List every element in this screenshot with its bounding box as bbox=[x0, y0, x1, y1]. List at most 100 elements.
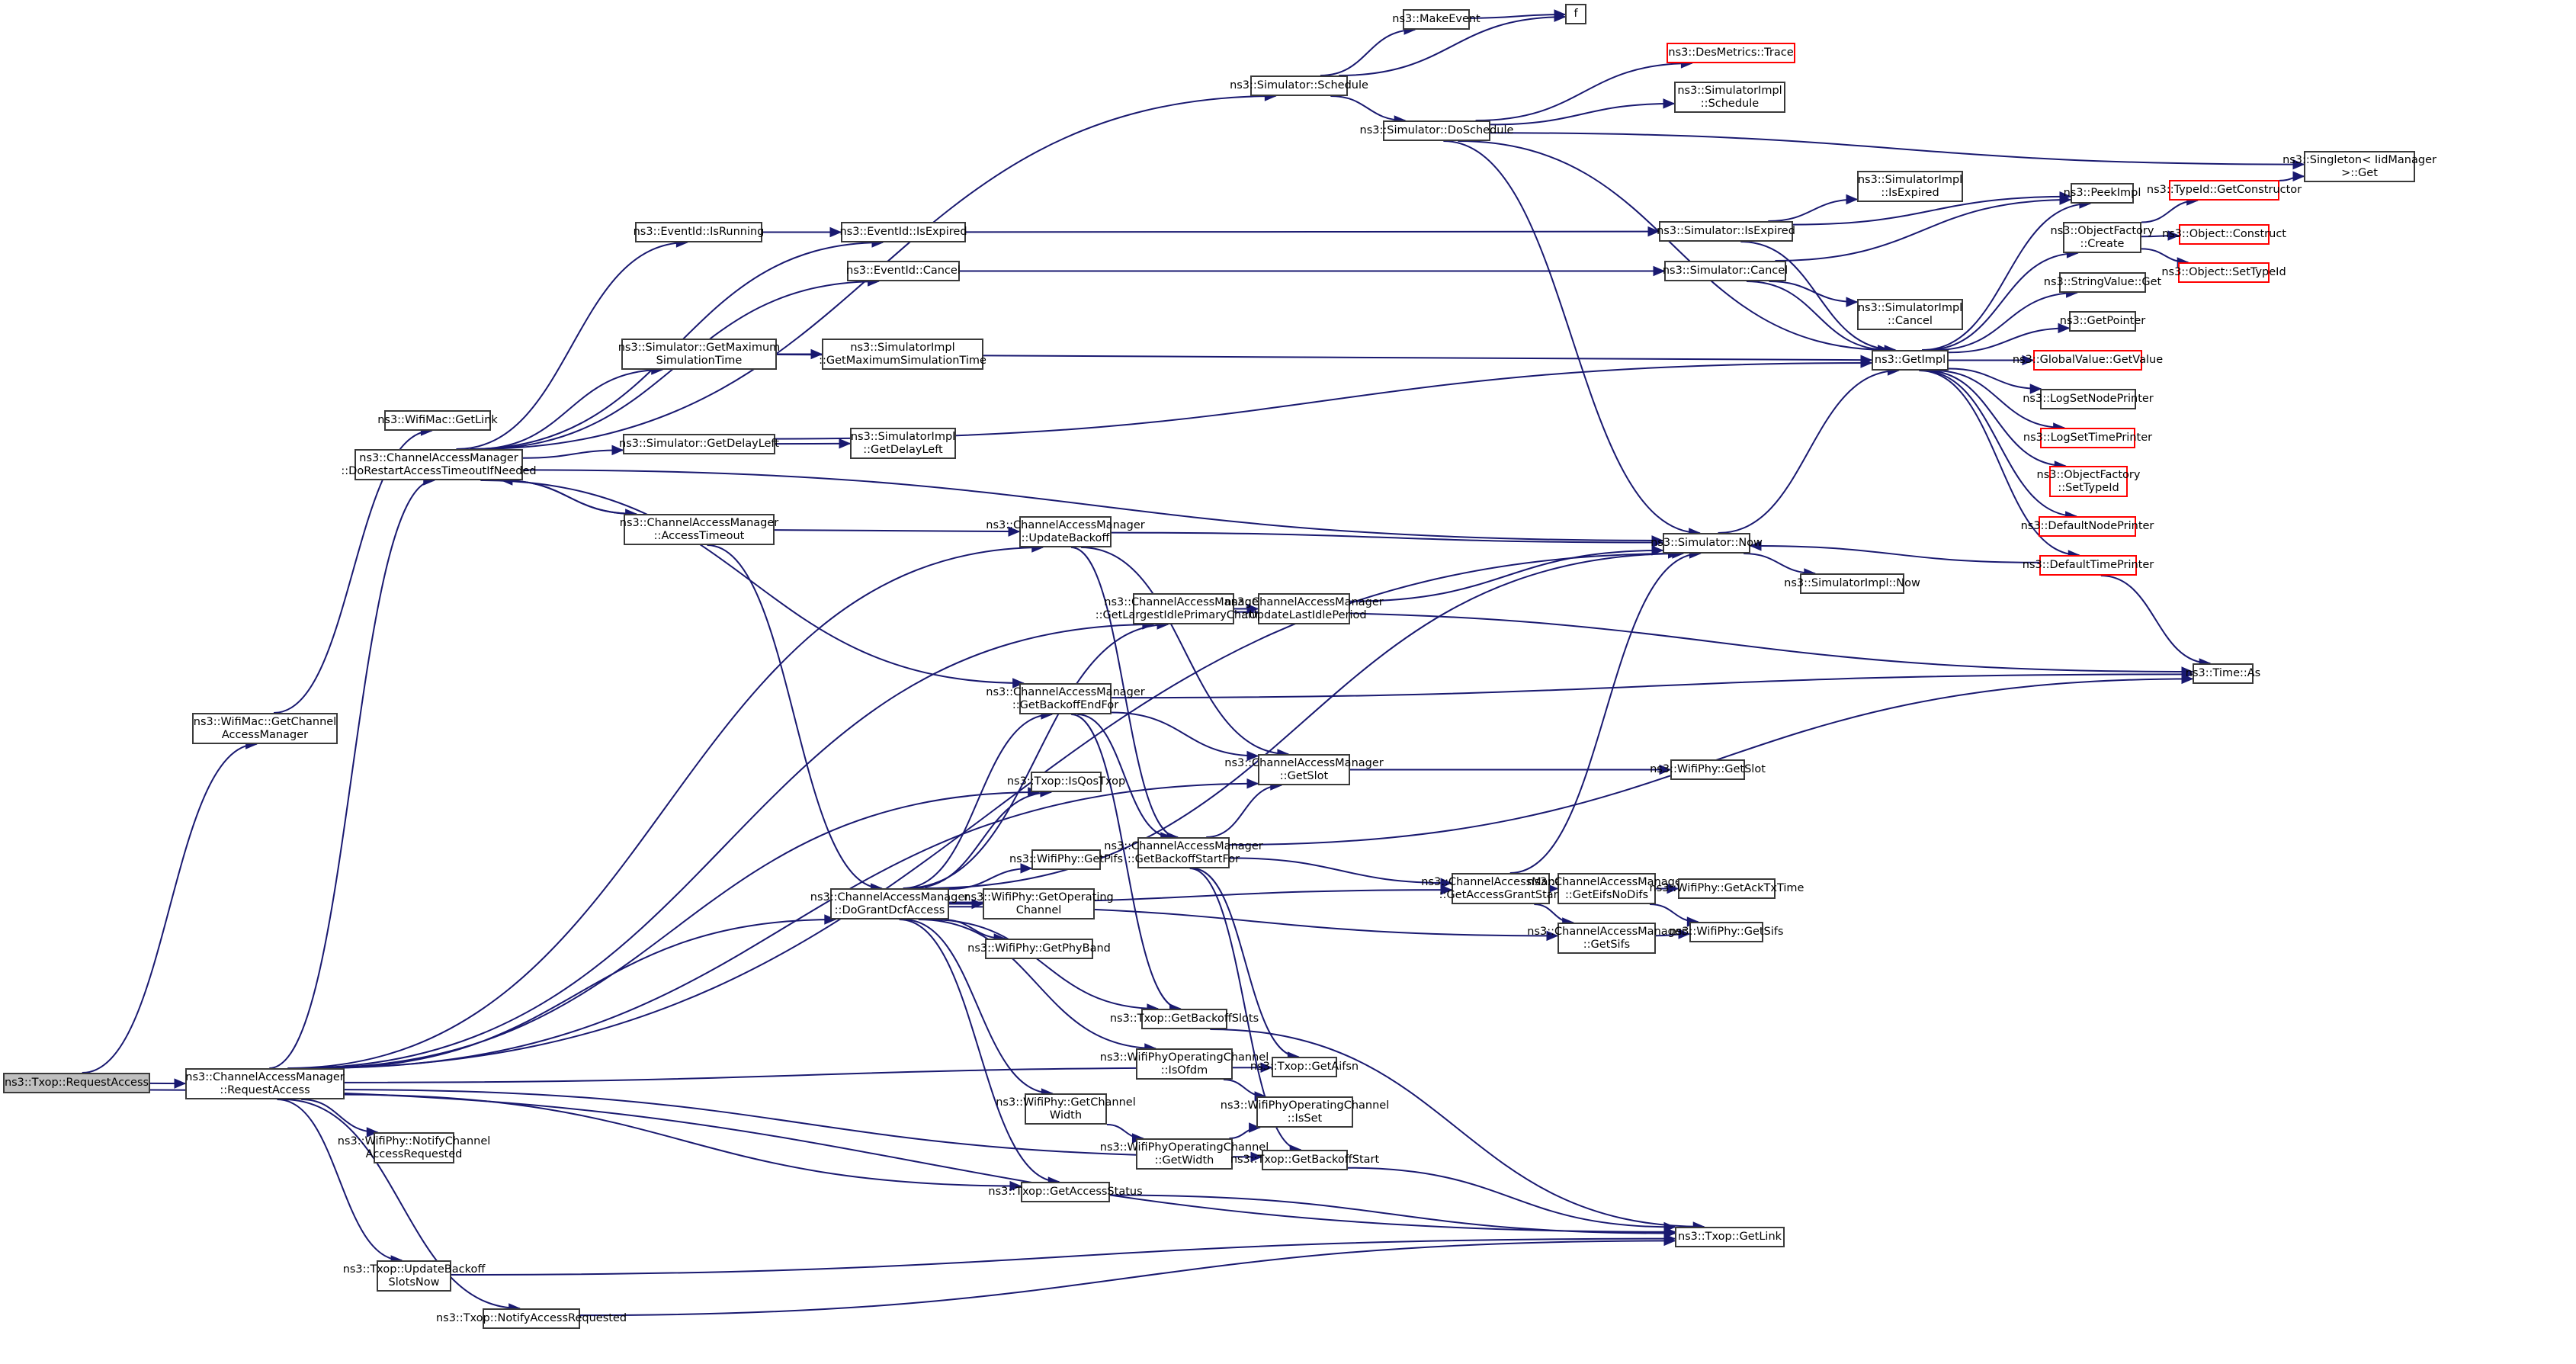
node-wifimac-get-link[interactable]: ns3::WifiMac::GetLink bbox=[377, 410, 498, 431]
node-label: ns3::ChannelAccessManager ::GetBackoffEn… bbox=[986, 685, 1145, 711]
node-wifiphy-get-channel-width[interactable]: ns3::WifiPhy::GetChannel Width bbox=[996, 1093, 1136, 1125]
node-simimpl-get-delay-left[interactable]: ns3::SimulatorImpl ::GetDelayLeft bbox=[850, 428, 956, 459]
node-label: ns3::ChannelAccessManager ::GetLargestId… bbox=[1095, 595, 1272, 621]
edge-sim-now-to-get-impl bbox=[1718, 370, 1899, 534]
node-log-set-time-printer[interactable]: ns3::LogSetTimePrinter bbox=[2023, 428, 2152, 448]
node-sim-schedule[interactable]: ns3::Simulator::Schedule bbox=[1230, 75, 1368, 96]
node-peek-impl[interactable]: ns3::PeekImpl bbox=[2064, 183, 2141, 204]
node-cam-get-sifs[interactable]: ns3::ChannelAccessManager ::GetSifs bbox=[1527, 923, 1686, 954]
arrowhead-icon bbox=[1663, 1235, 1676, 1247]
node-cam-get-eifs-no-difs[interactable]: ns3::ChannelAccessManager ::GetEifsNoDif… bbox=[1527, 873, 1686, 904]
node-object-construct[interactable]: ns3::Object::Construct bbox=[2162, 224, 2286, 245]
node-simimpl-now[interactable]: ns3::SimulatorImpl::Now bbox=[1784, 573, 1920, 594]
node-label: ns3::SimulatorImpl ::Schedule bbox=[1677, 84, 1782, 110]
node-simimpl-schedule[interactable]: ns3::SimulatorImpl ::Schedule bbox=[1674, 82, 1785, 113]
node-label: ns3::GetPointer bbox=[2059, 315, 2146, 327]
node-txop-get-access-status[interactable]: ns3::Txop::GetAccessStatus bbox=[988, 1182, 1143, 1202]
node-objfactory-set-typeid[interactable]: ns3::ObjectFactory ::SetTypeId bbox=[2037, 466, 2140, 497]
node-wifiphy-get-phy-band[interactable]: ns3::WifiPhy::GetPhyBand bbox=[967, 939, 1111, 959]
edge-cam-access-timeout-to-cam-update-backoff bbox=[774, 529, 1020, 533]
node-label: ns3::Txop::UpdateBackoff SlotsNow bbox=[342, 1263, 486, 1289]
node-cam-do-grant-dcf-access[interactable]: ns3::ChannelAccessManager ::DoGrantDcfAc… bbox=[810, 888, 969, 919]
node-sim-get-max-time[interactable]: ns3::Simulator::GetMaximum SimulationTim… bbox=[618, 339, 780, 370]
edge-cam-do-restart-to-cam-get-backoff-end-for bbox=[480, 480, 1024, 684]
edge-cam-update-backoff-to-cam-get-slot bbox=[1081, 547, 1288, 755]
edge-sim-do-schedule-to-singleton-get bbox=[1490, 132, 2305, 165]
node-cam-get-backoff-end-for[interactable]: ns3::ChannelAccessManager ::GetBackoffEn… bbox=[986, 683, 1145, 714]
node-wpoc-is-set[interactable]: ns3::WifiPhyOperatingChannel ::IsSet bbox=[1221, 1096, 1389, 1128]
edge-cam-request-access-to-cam-update-backoff bbox=[287, 547, 1043, 1069]
node-cam-get-slot[interactable]: ns3::ChannelAccessManager ::GetSlot bbox=[1224, 754, 1384, 785]
node-simimpl-is-expired[interactable]: ns3::SimulatorImpl ::IsExpired bbox=[1857, 171, 1963, 202]
node-wifimac-get-cam[interactable]: ns3::WifiMac::GetChannel AccessManager bbox=[192, 713, 338, 744]
node-time-as[interactable]: ns3::Time::As bbox=[2186, 663, 2260, 684]
node-label: ns3::ObjectFactory ::Create bbox=[2050, 224, 2154, 250]
node-wifiphy-notify-channel-access-requested[interactable]: ns3::WifiPhy::NotifyChannel AccessReques… bbox=[338, 1132, 490, 1163]
node-cam-do-restart[interactable]: ns3::ChannelAccessManager ::DoRestartAcc… bbox=[341, 449, 537, 480]
node-get-pointer[interactable]: ns3::GetPointer bbox=[2060, 311, 2145, 332]
edge-cam-do-grant-dcf-access-to-wifiphy-get-channel-width bbox=[903, 919, 1053, 1094]
node-simimpl-get-max-time[interactable]: ns3::SimulatorImpl ::GetMaximumSimulatio… bbox=[819, 339, 986, 370]
node-txop-is-qos-txop[interactable]: ns3::Txop::IsQosTxop bbox=[1007, 772, 1125, 792]
node-sim-now[interactable]: ns3::Simulator::Now bbox=[1651, 533, 1763, 554]
node-label: ns3::ChannelAccessManager ::GetSlot bbox=[1224, 756, 1384, 782]
node-default-time-printer[interactable]: ns3::DefaultTimePrinter bbox=[2023, 555, 2154, 576]
node-stringvalue-get[interactable]: ns3::StringValue::Get bbox=[2044, 272, 2161, 293]
node-cam-request-access[interactable]: ns3::ChannelAccessManager ::RequestAcces… bbox=[185, 1068, 345, 1099]
node-wifiphy-get-operating-channel[interactable]: ns3::WifiPhy::GetOperating Channel bbox=[964, 888, 1114, 919]
node-log-set-node-printer[interactable]: ns3::LogSetNodePrinter bbox=[2023, 389, 2154, 409]
node-txop-get-link[interactable]: ns3::Txop::GetLink bbox=[1675, 1227, 1785, 1247]
arrowhead-icon bbox=[824, 914, 837, 925]
node-singleton-get[interactable]: ns3::Singleton< IidManager >::Get bbox=[2282, 151, 2436, 182]
node-label: ns3::GlobalValue::GetValue bbox=[2012, 354, 2164, 366]
node-cam-get-access-grant-start[interactable]: ns3::ChannelAccessManager ::GetAccessGra… bbox=[1421, 873, 1580, 904]
node-objfactory-create[interactable]: ns3::ObjectFactory ::Create bbox=[2051, 222, 2154, 253]
node-cam-update-last-idle[interactable]: ns3::ChannelAccessManager ::UpdateLastId… bbox=[1224, 593, 1384, 624]
node-get-impl[interactable]: ns3::GetImpl bbox=[1872, 350, 1949, 371]
node-wpoc-is-ofdm[interactable]: ns3::WifiPhyOperatingChannel ::IsOfdm bbox=[1100, 1048, 1269, 1080]
node-txop-update-backoff-slots-now[interactable]: ns3::Txop::UpdateBackoff SlotsNow bbox=[343, 1260, 485, 1292]
edge-cam-access-timeout-to-cam-do-restart bbox=[501, 480, 637, 515]
node-txop-get-aifsn[interactable]: ns3::Txop::GetAifsn bbox=[1250, 1057, 1359, 1077]
node-default-node-printer[interactable]: ns3::DefaultNodePrinter bbox=[2021, 516, 2154, 537]
edge-cam-update-backoff-to-cam-get-backoff-start-for bbox=[1071, 547, 1178, 838]
node-wpoc-get-width[interactable]: ns3::WifiPhyOperatingChannel ::GetWidth bbox=[1100, 1138, 1269, 1170]
node-txop-get-backoff-slots[interactable]: ns3::Txop::GetBackoffSlots bbox=[1110, 1009, 1259, 1029]
edge-cam-do-grant-dcf-access-to-wifiphy-get-pifs bbox=[948, 867, 1032, 890]
node-txop-request-access[interactable]: ns3::Txop::RequestAccess bbox=[3, 1073, 150, 1093]
edge-cam-do-grant-dcf-access-to-txop-get-access-status bbox=[899, 919, 1060, 1183]
node-simimpl-cancel[interactable]: ns3::SimulatorImpl ::Cancel bbox=[1857, 299, 1963, 330]
node-eventid-cancel[interactable]: ns3::EventId::Cancel bbox=[846, 261, 961, 281]
node-sim-get-delay-left[interactable]: ns3::Simulator::GetDelayLeft bbox=[619, 434, 779, 454]
node-typeid-get-constructor[interactable]: ns3::TypeId::GetConstructor bbox=[2147, 180, 2302, 201]
node-cam-get-backoff-start-for[interactable]: ns3::ChannelAccessManager ::GetBackoffSt… bbox=[1104, 837, 1263, 868]
node-txop-notify-access-requested[interactable]: ns3::Txop::NotifyAccessRequested bbox=[436, 1308, 627, 1329]
edge-sim-cancel-to-simimpl-cancel bbox=[1769, 281, 1858, 303]
node-wifiphy-get-sifs[interactable]: ns3::WifiPhy::GetSifs bbox=[1670, 922, 1783, 942]
node-sim-is-expired[interactable]: ns3::Simulator::IsExpired bbox=[1657, 221, 1795, 242]
node-wifiphy-get-slot[interactable]: ns3::WifiPhy::GetSlot bbox=[1650, 759, 1766, 780]
node-txop-get-backoff-start[interactable]: ns3::Txop::GetBackoffStart bbox=[1230, 1150, 1379, 1170]
edge-cam-get-backoff-end-for-to-txop-get-backoff-slots bbox=[1071, 714, 1181, 1009]
node-sim-cancel[interactable]: ns3::Simulator::Cancel bbox=[1663, 261, 1788, 281]
node-f[interactable]: f bbox=[1565, 4, 1586, 24]
node-label: ns3::Simulator::IsExpired bbox=[1657, 225, 1795, 237]
node-eventid-is-running[interactable]: ns3::EventId::IsRunning bbox=[634, 222, 764, 242]
node-make-event[interactable]: ns3::MakeEvent bbox=[1392, 9, 1480, 30]
node-object-set-typeid[interactable]: ns3::Object::SetTypeId bbox=[2161, 262, 2286, 283]
edge-get-impl-to-default-node-printer bbox=[1920, 370, 2077, 517]
node-sim-do-schedule[interactable]: ns3::Simulator::DoSchedule bbox=[1360, 120, 1513, 141]
node-wifiphy-get-ack-tx-time[interactable]: ns3::WifiPhy::GetAckTxTime bbox=[1650, 878, 1804, 899]
node-label: ns3::Txop::GetBackoffStart bbox=[1230, 1154, 1380, 1166]
edge-cam-get-backoff-start-for-to-txop-get-aifsn bbox=[1192, 868, 1299, 1058]
node-cam-update-backoff[interactable]: ns3::ChannelAccessManager ::UpdateBackof… bbox=[986, 516, 1145, 547]
node-globalvalue-get-value[interactable]: ns3::GlobalValue::GetValue bbox=[2013, 350, 2163, 371]
node-label: ns3::EventId::IsExpired bbox=[839, 226, 967, 238]
node-cam-get-largest-idle[interactable]: ns3::ChannelAccessManager ::GetLargestId… bbox=[1096, 593, 1272, 624]
edge-sim-is-expired-to-get-impl bbox=[1740, 241, 1896, 351]
node-cam-access-timeout[interactable]: ns3::ChannelAccessManager ::AccessTimeou… bbox=[620, 514, 778, 545]
node-eventid-is-expired[interactable]: ns3::EventId::IsExpired bbox=[839, 222, 967, 242]
node-label: ns3::Simulator::Schedule bbox=[1230, 79, 1368, 91]
node-wifiphy-get-pifs[interactable]: ns3::WifiPhy::GetPifs bbox=[1009, 849, 1123, 870]
node-desmetrics-trace[interactable]: ns3::DesMetrics::Trace bbox=[1667, 43, 1795, 63]
